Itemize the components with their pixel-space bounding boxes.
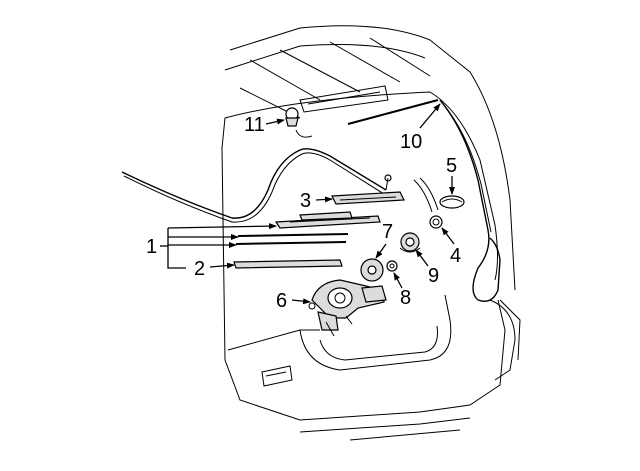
callout-8: 8 [400, 287, 411, 309]
callout-4: 4 [450, 245, 461, 267]
callout-3: 3 [300, 190, 311, 212]
callout-6: 6 [276, 290, 287, 312]
callout-7: 7 [382, 221, 393, 243]
callout-5: 5 [446, 155, 457, 177]
pivot-washer [386, 260, 398, 272]
callout-10: 10 [400, 131, 422, 153]
washer-nozzle [285, 107, 313, 138]
vehicle-liftgate-outline [221, 25, 521, 441]
wiper-blade [235, 211, 381, 245]
leader-lines [160, 103, 455, 305]
callout-1: 1 [146, 236, 157, 258]
callout-9: 9 [428, 265, 439, 287]
washer-hose [121, 99, 501, 302]
pivot-nut [429, 215, 443, 229]
wiper-motor [308, 279, 387, 337]
callout-11: 11 [244, 114, 265, 136]
callout-2: 2 [194, 258, 205, 280]
wiper-arm [331, 174, 405, 205]
pivot-cap [413, 177, 465, 213]
pivot-seal [360, 258, 384, 282]
blade-insert [233, 259, 343, 269]
grommet [399, 232, 421, 253]
